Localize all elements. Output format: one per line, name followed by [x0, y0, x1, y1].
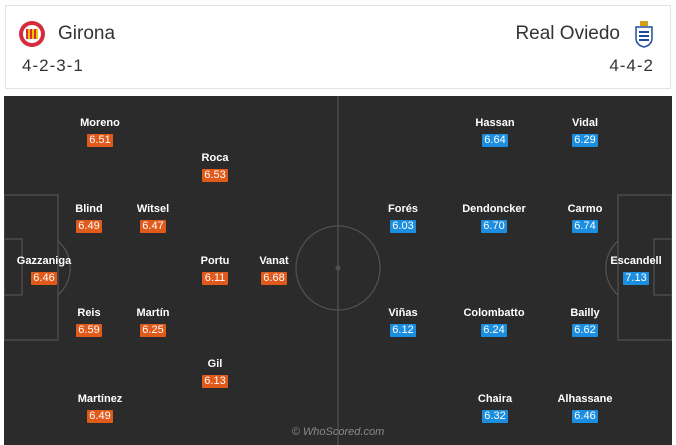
player-colombatto[interactable]: Colombatto 6.24: [454, 307, 534, 338]
player-name: Forés: [388, 203, 418, 215]
player-name: Martínez: [77, 393, 123, 405]
player-name: Reis: [77, 307, 101, 319]
away-team-name: Real Oviedo: [515, 23, 620, 44]
player-blind[interactable]: Blind 6.49: [49, 203, 129, 234]
player-roca[interactable]: Roca 6.53: [175, 152, 255, 183]
player-name: Roca: [201, 152, 229, 164]
player-name: Gil: [207, 358, 223, 370]
player-name: Moreno: [80, 117, 120, 129]
player-fores[interactable]: Forés 6.03: [363, 203, 443, 234]
player-name: Colombatto: [463, 307, 525, 319]
home-formation: 4-2-3-1: [22, 56, 84, 75]
player-rating: 6.03: [390, 220, 416, 233]
player-rating: 7.13: [623, 272, 649, 285]
player-name: Portu: [200, 255, 230, 267]
player-name: Dendoncker: [462, 203, 526, 215]
player-rating: 6.25: [140, 324, 166, 337]
watermark: © WhoScored.com: [291, 426, 385, 438]
player-vidal[interactable]: Vidal 6.29: [545, 117, 625, 148]
player-rating: 6.68: [261, 272, 287, 285]
player-rating: 6.49: [87, 410, 113, 423]
player-name: Witsel: [136, 203, 170, 215]
girona-crest-icon: [19, 21, 45, 47]
player-hassan[interactable]: Hassan 6.64: [455, 117, 535, 148]
player-rating: 6.32: [482, 410, 508, 423]
player-moreno[interactable]: Moreno 6.51: [60, 117, 140, 148]
pitch-markings: [4, 96, 672, 445]
player-rating: 6.74: [572, 220, 598, 233]
player-portu[interactable]: Portu 6.11: [175, 255, 255, 286]
player-rating: 6.59: [76, 324, 102, 337]
player-rating: 6.53: [202, 169, 228, 182]
player-rating: 6.13: [202, 375, 228, 388]
real-oviedo-crest-icon: [635, 21, 653, 48]
home-team-name: Girona: [58, 23, 116, 44]
player-gil[interactable]: Gil 6.13: [175, 358, 255, 389]
player-vanat[interactable]: Vanat 6.68: [234, 255, 314, 286]
player-name: Martín: [136, 307, 170, 319]
player-name: Vidal: [571, 117, 599, 129]
player-name: Gazzaniga: [16, 255, 72, 267]
player-rating: 6.70: [481, 220, 507, 233]
player-rating: 6.49: [76, 220, 102, 233]
player-name: Carmo: [567, 203, 603, 215]
player-reis[interactable]: Reis 6.59: [49, 307, 129, 338]
player-alhassane[interactable]: Alhassane 6.46: [545, 393, 625, 424]
away-team[interactable]: Real Oviedo: [515, 20, 658, 48]
player-rating: 6.12: [390, 324, 416, 337]
player-rating: 6.11: [202, 272, 228, 285]
player-name: Vanat: [259, 255, 289, 267]
player-name: Alhassane: [557, 393, 613, 405]
player-rating: 6.46: [31, 272, 57, 285]
away-formation: 4-4-2: [609, 56, 654, 75]
player-escandell[interactable]: Escandell 7.13: [596, 255, 676, 286]
player-carmo[interactable]: Carmo 6.74: [545, 203, 625, 234]
player-bailly[interactable]: Bailly 6.62: [545, 307, 625, 338]
player-name: Hassan: [475, 117, 515, 129]
player-rating: 6.62: [572, 324, 598, 337]
player-rating: 6.24: [481, 324, 507, 337]
player-dendoncker[interactable]: Dendoncker 6.70: [454, 203, 534, 234]
player-gazzaniga[interactable]: Gazzaniga 6.46: [4, 255, 84, 286]
player-chaira[interactable]: Chaira 6.32: [455, 393, 535, 424]
player-name: Chaira: [477, 393, 513, 405]
home-team[interactable]: Girona: [18, 20, 115, 48]
player-rating: 6.47: [140, 220, 166, 233]
player-rating: 6.29: [572, 134, 598, 147]
player-rating: 6.46: [572, 410, 598, 423]
player-name: Viñas: [388, 307, 418, 319]
pitch: Moreno 6.51 Roca 6.53 Blind 6.49 Witsel …: [4, 96, 672, 445]
player-martinez[interactable]: Martínez 6.49: [60, 393, 140, 424]
player-name: Bailly: [570, 307, 600, 319]
player-martin[interactable]: Martín 6.25: [113, 307, 193, 338]
player-name: Blind: [75, 203, 103, 215]
match-header: Girona 4-2-3-1 Real Oviedo 4-4-2: [5, 5, 671, 89]
player-rating: 6.51: [87, 134, 113, 147]
player-witsel[interactable]: Witsel 6.47: [113, 203, 193, 234]
player-name: Escandell: [610, 255, 662, 267]
player-rating: 6.64: [482, 134, 508, 147]
player-vinas[interactable]: Viñas 6.12: [363, 307, 443, 338]
